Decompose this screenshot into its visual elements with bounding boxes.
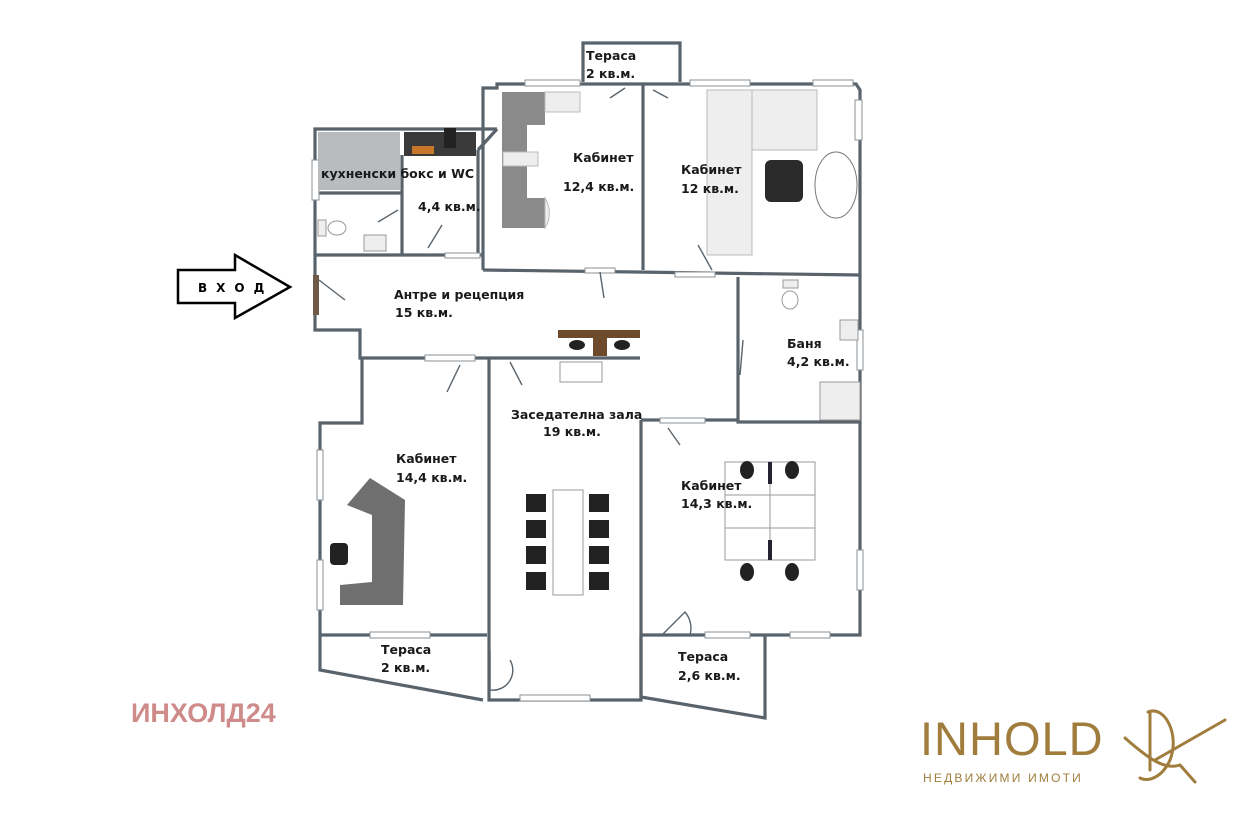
room-area: 15 кв.м. — [395, 305, 453, 320]
room-name: кухненски бокс и WC — [321, 166, 474, 181]
room-area: 12 кв.м. — [681, 181, 739, 196]
kitchen-floor-area — [318, 132, 400, 190]
l-desk — [340, 478, 405, 605]
sink — [839, 319, 859, 341]
room-area: 2 кв.м. — [381, 660, 430, 675]
doors — [313, 87, 744, 691]
office-chair — [330, 543, 348, 565]
workstation-chairs — [740, 461, 799, 581]
room-name: Тераса — [381, 642, 431, 657]
entrance-label: ВХОД — [198, 281, 273, 295]
meeting-table — [552, 489, 584, 596]
chair — [569, 340, 585, 350]
room-name: Антре и рецепция — [394, 287, 524, 302]
logo-wordmark: INHOLD — [920, 712, 1104, 765]
meeting-chairs — [526, 494, 609, 590]
sink — [363, 234, 387, 252]
room-name: Тераса — [586, 48, 636, 63]
room-area: 19 кв.м. — [543, 424, 601, 439]
room-name: Кабинет — [681, 162, 742, 177]
office-chair — [765, 160, 803, 202]
round-table — [814, 151, 858, 219]
inhold-logo: INHOLD НЕДВИЖИМИ ИМОТИ — [920, 709, 1227, 785]
room-area: 4,2 кв.м. — [787, 354, 850, 369]
room-area: 4,4 кв.м. — [418, 199, 481, 214]
windows — [311, 79, 864, 702]
room-name: Баня — [787, 336, 822, 351]
room-area: 2,6 кв.м. — [678, 668, 741, 683]
room-name: Заседателна зала — [511, 407, 642, 422]
room-name: Кабинет — [573, 150, 634, 165]
room-name: Кабинет — [396, 451, 457, 466]
room-labels: Тераса 2 кв.м. кухненски бокс и WC 4,4 к… — [321, 48, 850, 683]
toilet — [327, 220, 347, 236]
watermark: ИНХОЛД24 — [131, 698, 276, 728]
room-area: 14,3 кв.м. — [681, 496, 752, 511]
logo-signature-mark — [1123, 709, 1227, 784]
desk — [706, 89, 753, 256]
room-area: 2 кв.м. — [586, 66, 635, 81]
room-area: 14,4 кв.м. — [396, 470, 467, 485]
reception-desk — [558, 330, 640, 338]
chair — [614, 340, 630, 350]
room-name: Кабинет — [681, 478, 742, 493]
room-area: 12,4 кв.м. — [563, 179, 634, 194]
logo-tagline: НЕДВИЖИМИ ИМОТИ — [923, 771, 1083, 785]
room-name: Тераса — [678, 649, 728, 664]
furniture — [317, 89, 861, 605]
toilet — [781, 290, 799, 310]
entrance-arrow: ВХОД — [176, 252, 293, 321]
shower — [819, 381, 861, 421]
